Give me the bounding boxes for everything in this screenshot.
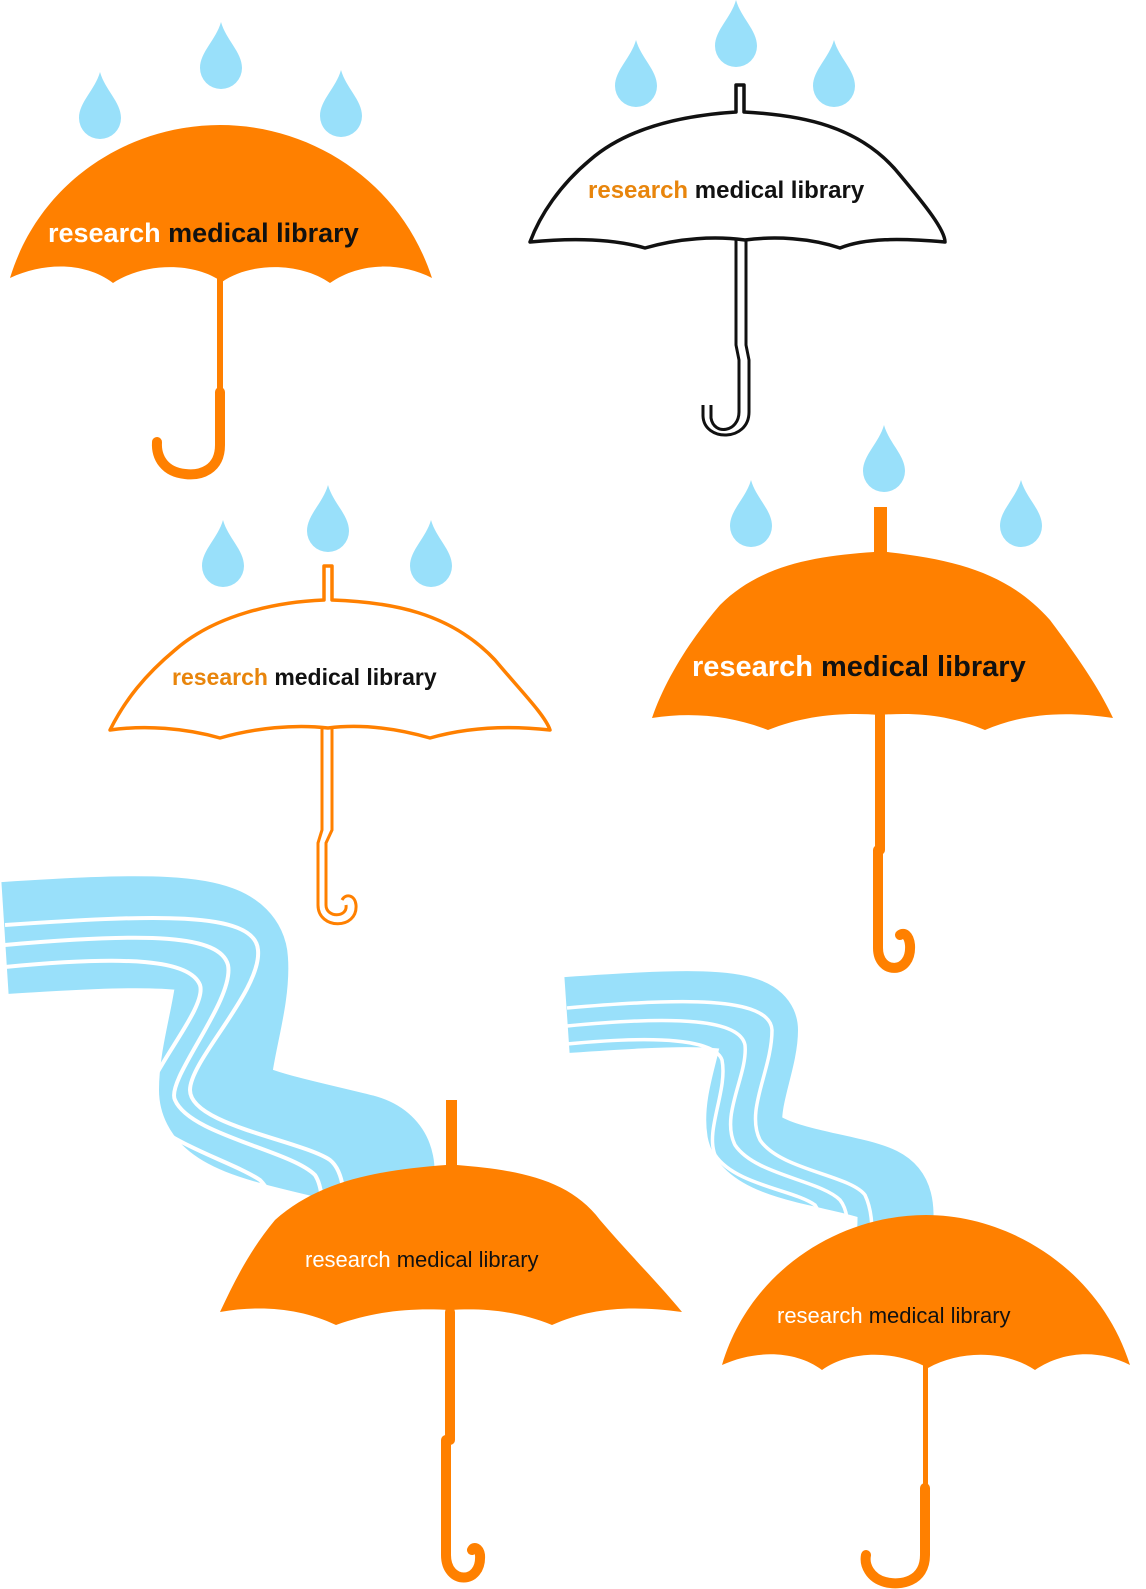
raindrop-icon bbox=[202, 520, 244, 587]
umbrella-shaft bbox=[441, 1307, 485, 1583]
umbrella-shaft bbox=[873, 710, 915, 973]
umbrella-handle bbox=[151, 387, 225, 480]
water-stream bbox=[1, 876, 435, 1243]
raindrop-icon bbox=[615, 40, 657, 107]
logo-3-orange-outline: research medical library bbox=[108, 485, 552, 926]
raindrop-icon bbox=[307, 485, 349, 552]
logo-5-stream: research medical library bbox=[1, 876, 682, 1583]
raindrop-icon bbox=[813, 40, 855, 107]
logo-4-filled: research medical library bbox=[652, 425, 1113, 973]
logo-text: research medical library bbox=[588, 177, 865, 204]
raindrop-icon bbox=[410, 520, 452, 587]
logo-text: research medical library bbox=[48, 218, 359, 248]
umbrella-shaft bbox=[217, 278, 223, 396]
raindrop-icon bbox=[200, 22, 242, 89]
logo-6-scalloped-stream: research medical library bbox=[564, 971, 1130, 1589]
umbrella-handle bbox=[860, 1483, 930, 1589]
logo-text: research medical library bbox=[777, 1303, 1011, 1328]
umbrella-shaft bbox=[316, 728, 358, 926]
umbrella-canopy bbox=[722, 1215, 1130, 1370]
umbrella-canopy bbox=[528, 83, 947, 250]
umbrella-shaft bbox=[923, 1365, 928, 1490]
umbrella-canopy bbox=[10, 125, 432, 283]
umbrella-canopy bbox=[108, 564, 552, 740]
raindrop-icon bbox=[730, 480, 772, 547]
raindrop-icon bbox=[715, 0, 757, 67]
logo-1-filled-scalloped: research medical library bbox=[10, 22, 432, 480]
raindrop-icon bbox=[79, 72, 121, 139]
logo-text: research medical library bbox=[692, 651, 1026, 683]
umbrella-canopy bbox=[652, 507, 1113, 730]
raindrop-icon bbox=[320, 70, 362, 137]
umbrella-shaft bbox=[701, 240, 751, 437]
logo-text: research medical library bbox=[305, 1247, 539, 1272]
logo-text: research medical library bbox=[172, 664, 437, 690]
umbrella-canopy bbox=[220, 1100, 682, 1325]
logo-2-black-outline: research medical library bbox=[528, 0, 947, 437]
raindrop-icon bbox=[1000, 480, 1042, 547]
raindrop-icon bbox=[863, 425, 905, 492]
water-stream bbox=[564, 971, 934, 1241]
